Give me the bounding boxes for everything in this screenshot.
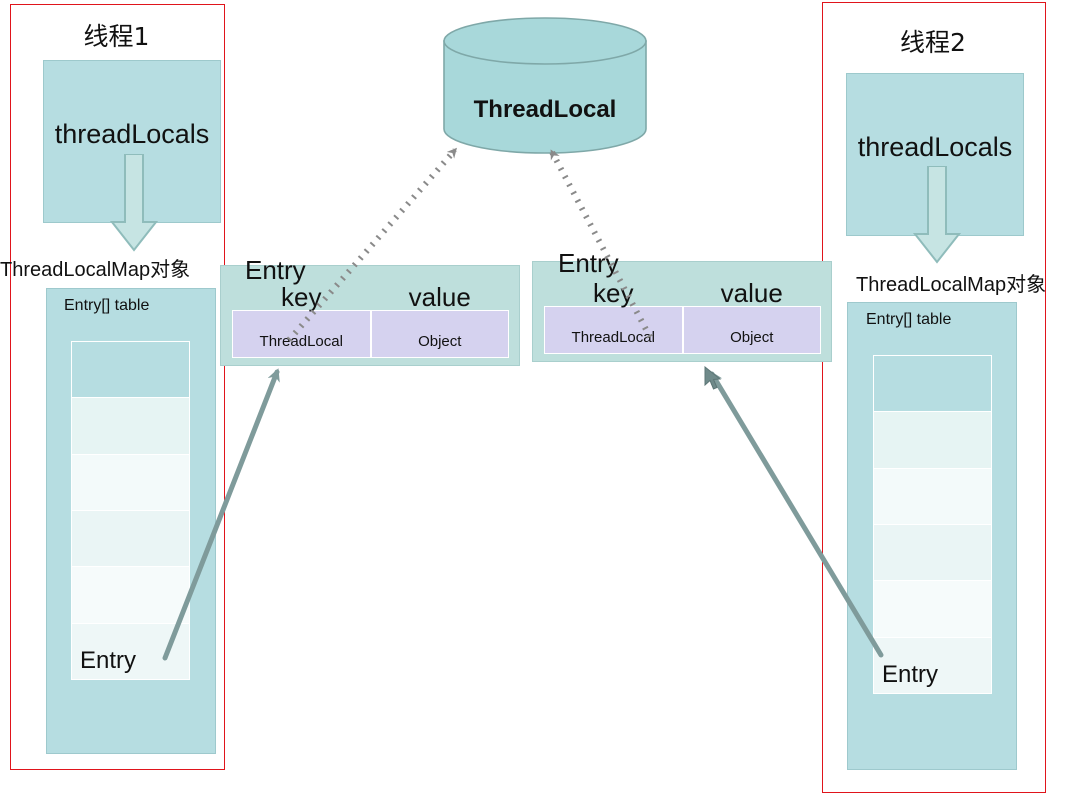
- entry2-value-cell: value Object: [682, 278, 821, 354]
- entry2-key-header: key: [593, 278, 634, 308]
- table-cell: [72, 342, 189, 399]
- table-cell: [874, 581, 991, 638]
- table-cell: [874, 356, 991, 413]
- threadlocal-cylinder: ThreadLocal: [440, 17, 650, 157]
- entry1-key-text: ThreadLocal: [259, 333, 343, 350]
- entry1-value-header: value: [408, 282, 471, 312]
- entry2-key-cell: key ThreadLocal: [544, 278, 683, 354]
- entry2-title: Entry: [558, 248, 619, 278]
- thread2-map-label: ThreadLocalMap对象: [856, 274, 1047, 296]
- thread2-title: 线程2: [900, 28, 966, 57]
- entry2-value-text: Object: [730, 329, 774, 346]
- thread2-table-cells: Entry: [873, 355, 992, 694]
- thread2-down-arrow-icon: [913, 166, 961, 264]
- entry1-value-text: Object: [418, 333, 462, 350]
- entry1-key-header: key: [281, 282, 322, 312]
- table-cell: Entry: [72, 623, 189, 679]
- thread1-title: 线程1: [83, 22, 150, 51]
- mouse-cursor-icon: [704, 365, 724, 392]
- table-cell: [874, 524, 991, 582]
- table-cell-label: Entry: [882, 660, 939, 688]
- thread1-map-label: ThreadLocalMap对象: [0, 259, 191, 281]
- thread2-threadlocals-label: threadLocals: [857, 132, 1013, 162]
- table-cell-label: Entry: [80, 646, 137, 674]
- entry1-key-cell: key ThreadLocal: [232, 282, 371, 358]
- table-cell: [72, 398, 189, 455]
- entry2-value-header: value: [720, 278, 783, 308]
- entry1-kv: key ThreadLocal value Object: [232, 282, 509, 358]
- entry1-value-cell: value Object: [370, 282, 509, 358]
- thread1-entry-table-title: Entry[] table: [64, 297, 150, 314]
- thread1-threadlocals-label: threadLocals: [54, 119, 210, 149]
- table-cell: [72, 510, 189, 568]
- thread1-down-arrow-icon: [110, 154, 158, 252]
- entry2-key-text: ThreadLocal: [571, 329, 655, 346]
- thread2-entry-table-title: Entry[] table: [866, 311, 952, 328]
- table-cell: [72, 454, 189, 511]
- threadlocal-cylinder-label: ThreadLocal: [473, 96, 617, 123]
- entry2-kv: key ThreadLocal value Object: [544, 278, 821, 354]
- table-cell: [72, 567, 189, 624]
- table-cell: [874, 468, 991, 525]
- thread1-table-cells: Entry: [71, 341, 190, 680]
- table-cell: [874, 412, 991, 469]
- table-cell: Entry: [874, 637, 991, 693]
